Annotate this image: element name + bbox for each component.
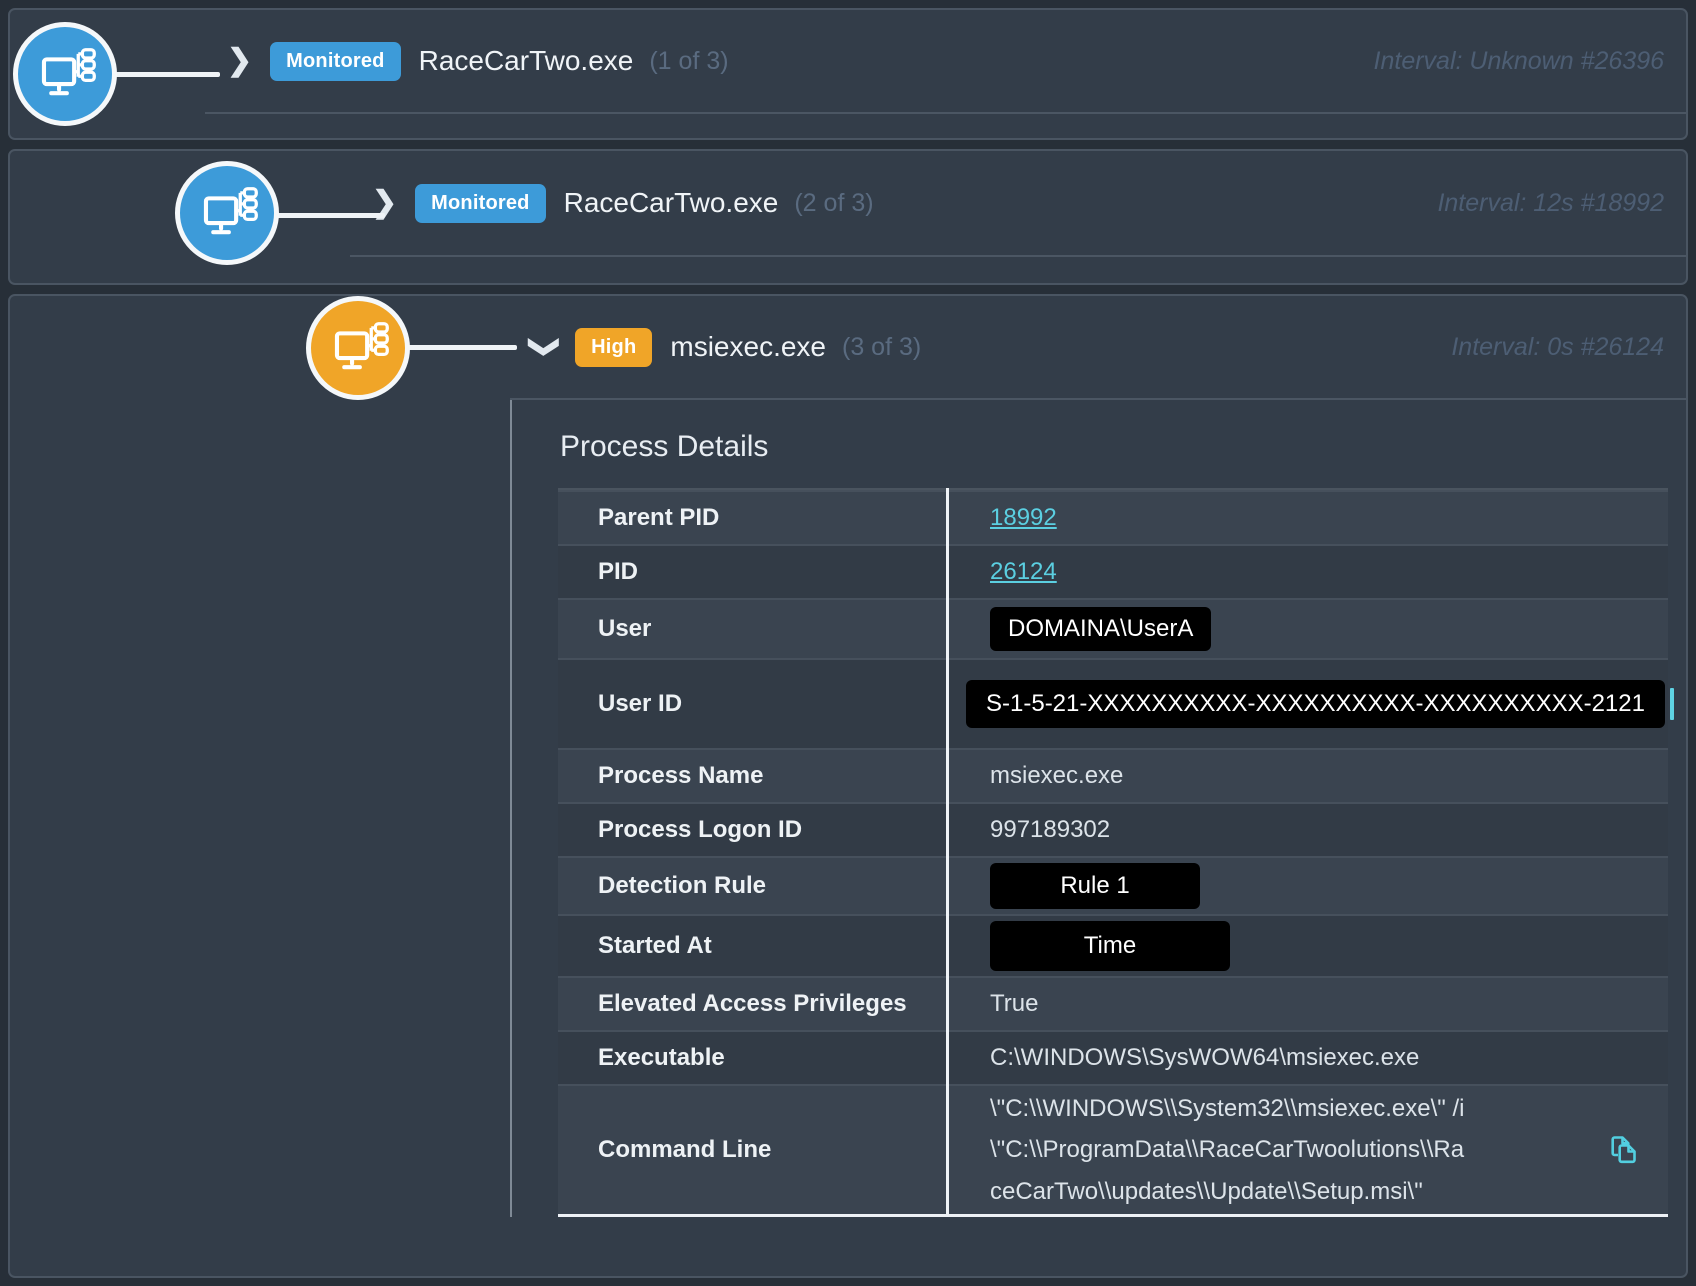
copy-button[interactable] [1606,1132,1642,1168]
interval-label: Interval: 0s #26124 [1451,333,1686,362]
row-label: User [558,615,946,643]
process-count: (3 of 3) [842,333,921,362]
process-count: (1 of 3) [649,47,728,76]
row-label: Elevated Access Privileges [558,990,946,1018]
process-name-value: msiexec.exe [946,762,1668,790]
copy-icon [1606,1132,1642,1168]
table-row-pid: PID 26124 [558,544,1668,598]
process-node-icon [175,161,279,265]
table-row-user: User DOMAINA\UserA [558,598,1668,658]
row-label: Process Logon ID [558,816,946,844]
text-caret [1670,688,1674,720]
elevated-privileges-value: True [946,990,1668,1018]
table-row-user-id: User ID S-1-5-21-XXXXXXXXXX-XXXXXXXXXX-X… [558,658,1668,748]
severity-badge: High [575,328,652,367]
process-node-row-3: ❯ High msiexec.exe (3 of 3) Interval: 0s… [8,294,1688,1278]
row-label: Detection Rule [558,872,946,900]
row-label: PID [558,558,946,586]
monitor-process-icon [326,316,390,380]
process-count: (2 of 3) [794,189,873,218]
process-name: RaceCarTwo.exe [419,45,634,77]
table-row-executable: Executable C:\WINDOWS\SysWOW64\msiexec.e… [558,1030,1668,1084]
user-redacted-value: DOMAINA\UserA [990,607,1211,651]
tree-connector-line [270,213,385,218]
interval-label: Interval: 12s #18992 [1437,189,1686,218]
table-row-detection-rule: Detection Rule Rule 1 [558,856,1668,914]
chevron-down-icon[interactable]: ❯ [530,334,560,359]
monitor-process-icon [33,42,97,106]
process-node-icon-alert [306,296,410,400]
table-row-process-logon-id: Process Logon ID 997189302 [558,802,1668,856]
process-node-header: ❯ Monitored RaceCarTwo.exe (2 of 3) Inte… [350,151,1686,257]
chevron-right-icon[interactable]: ❯ [227,46,252,76]
row-label: User ID [558,690,946,718]
tree-connector-line [405,345,517,350]
started-at-redacted-value: Time [990,921,1230,971]
monitor-process-icon [195,181,259,245]
process-node-icon [13,22,117,126]
table-row-command-line: Command Line \"C:\\WINDOWS\\System32\\ms… [558,1084,1668,1214]
detection-rule-redacted-value: Rule 1 [990,863,1200,909]
table-row-process-name: Process Name msiexec.exe [558,748,1668,802]
process-details-table: Parent PID 18992 PID 26124 User DOMAINA\… [558,488,1668,1217]
table-row-parent-pid: Parent PID 18992 [558,490,1668,544]
user-id-redacted-value: S-1-5-21-XXXXXXXXXX-XXXXXXXXXX-XXXXXXXXX… [966,680,1665,728]
table-row-elevated-privileges: Elevated Access Privileges True [558,976,1668,1030]
table-row-started-at: Started At Time [558,914,1668,976]
pid-link[interactable]: 26124 [990,558,1057,586]
interval-label: Interval: Unknown #26396 [1374,47,1686,76]
row-label: Parent PID [558,504,946,532]
process-node-header: ❯ High msiexec.exe (3 of 3) Interval: 0s… [510,296,1686,400]
row-label: Command Line [558,1136,946,1164]
row-label: Executable [558,1044,946,1072]
status-badge: Monitored [415,184,545,223]
process-details-panel: Process Details Parent PID 18992 PID 261… [510,400,1686,1217]
command-line-value: \"C:\\WINDOWS\\System32\\msiexec.exe\" /… [990,1088,1472,1212]
process-node-row-2: ❯ Monitored RaceCarTwo.exe (2 of 3) Inte… [8,149,1688,285]
process-logon-id-value: 997189302 [946,816,1668,844]
process-name: msiexec.exe [670,331,826,363]
status-badge: Monitored [270,42,400,81]
row-label: Started At [558,932,946,960]
process-node-header: ❯ Monitored RaceCarTwo.exe (1 of 3) Inte… [205,10,1686,114]
parent-pid-link[interactable]: 18992 [990,504,1057,532]
tree-connector-line [105,72,220,77]
executable-value: C:\WINDOWS\SysWOW64\msiexec.exe [946,1044,1668,1072]
process-details-title: Process Details [560,430,1668,464]
process-node-row-1: ❯ Monitored RaceCarTwo.exe (1 of 3) Inte… [8,8,1688,140]
row-label: Process Name [558,762,946,790]
table-column-divider [946,488,949,1217]
process-name: RaceCarTwo.exe [564,187,779,219]
